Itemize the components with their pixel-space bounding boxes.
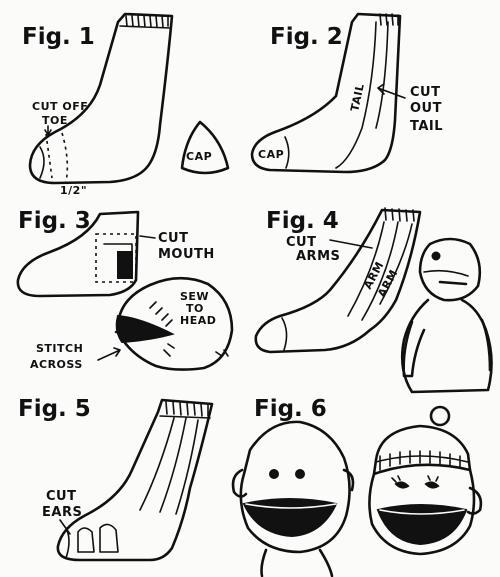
fig-6-left-monkey-eye-right <box>295 469 305 479</box>
fig-4-arms-label: ARMS <box>296 249 340 264</box>
fig-1-cut-off-label: CUT OFF <box>32 100 88 113</box>
fig-1-cap-label: CAP <box>186 150 212 163</box>
fig-3-mouth-inner <box>103 243 133 253</box>
fig-2-out-label: OUT <box>410 101 442 116</box>
fig-5-title: Fig. 5 <box>18 396 91 422</box>
fig-4-monkey-mouth <box>438 280 468 286</box>
fig-4-sock <box>254 208 422 354</box>
fig-3-mouth-line <box>114 330 172 336</box>
fig-6-left-monkey-neck <box>260 548 334 577</box>
fig-5-stripes <box>139 417 199 515</box>
fig-5-ear-cuts <box>77 523 119 553</box>
fig-3-head-label: HEAD <box>180 314 216 327</box>
fig-2-tail-strip <box>335 21 389 169</box>
fig-2-tail-label: TAIL <box>410 119 443 134</box>
fig-2-arrow <box>377 83 406 99</box>
fig-6-left-monkey-lip <box>245 503 337 509</box>
fig-6-right-monkey-mouth <box>376 504 468 546</box>
fig-3-mouth <box>115 314 175 344</box>
fig-2-title: Fig. 2 <box>270 24 343 50</box>
fig-4-monkey-arm-right <box>480 318 492 372</box>
fig-3-across-label: ACROSS <box>30 358 83 371</box>
fig-6-right-monkey-eye <box>394 481 410 489</box>
fig-6-right-monkey-ear <box>466 486 483 515</box>
fig-4-arm-strip <box>347 221 413 321</box>
figure-6: Fig. 6 <box>231 396 483 577</box>
figure-4: Fig. 4 CUT ARMS ARM ARM <box>254 207 493 394</box>
fig-6-right-monkey-eye-right <box>424 481 440 489</box>
fig-4-cuff <box>384 207 415 222</box>
fig-5-sock <box>56 398 214 562</box>
figure-3: Fig. 3 CUT MOUTH SEW TO HEAD STITCH ACRO… <box>16 208 234 371</box>
fig-1-cut-line <box>45 133 53 179</box>
figure-2: Fig. 2 TAIL CUT OUT TAIL CAP <box>250 12 443 174</box>
figure-5: Fig. 5 CUT EARS <box>18 396 214 562</box>
fig-2-cut-label: CUT <box>410 85 440 100</box>
fig-4-arrow <box>329 239 373 249</box>
fig-6-left-monkey-head <box>239 420 351 554</box>
fig-6-right-monkey-lip <box>379 509 465 515</box>
fig-1-cuff <box>119 15 171 29</box>
fig-1-cut-line-2 <box>61 132 69 183</box>
fig-4-monkey-body <box>400 298 493 394</box>
fig-2-tail-strip-label: TAIL <box>348 82 367 112</box>
fig-3-title: Fig. 3 <box>18 208 91 234</box>
fig-6-left-monkey-ear <box>231 468 248 498</box>
fig-5-arrow <box>59 519 71 535</box>
fig-3-arrow-2 <box>97 347 121 361</box>
fig-3-mouth-label: MOUTH <box>158 247 215 262</box>
fig-1-toe-seam <box>39 146 45 179</box>
fig-1-title: Fig. 1 <box>22 24 95 50</box>
fig-1-cap-piece <box>180 120 230 175</box>
fig-5-cuff <box>159 401 211 419</box>
fig-3-cut-label: CUT <box>158 231 188 246</box>
fig-3-stitches <box>149 301 229 357</box>
fig-2-sock <box>250 12 402 174</box>
fig-6-right-monkey-head <box>368 468 476 556</box>
fig-6-right-monkey-lashes <box>391 475 439 483</box>
fig-4-title: Fig. 4 <box>266 208 339 234</box>
fig-2-toe-seam <box>284 136 290 169</box>
fig-6-right-monkey-hat <box>372 424 472 476</box>
fig-3-sock-heel <box>16 210 140 298</box>
fig-5-ears-label: EARS <box>42 505 82 520</box>
fig-2-cap-label: CAP <box>258 148 284 161</box>
figure-1: Fig. 1 CUT OFF TOE 1/2" CAP <box>22 12 230 197</box>
fig-6-left-monkey-ear-right <box>342 468 355 492</box>
fig-5-cut-label: CUT <box>46 489 76 504</box>
fig-1-arrow <box>44 125 52 136</box>
fig-1-toe-label: TOE <box>42 114 68 127</box>
fig-4-cut-label: CUT <box>286 235 316 250</box>
fig-6-right-monkey-pompom <box>429 405 451 427</box>
fig-4-monkey-eye <box>431 251 441 261</box>
fig-6-title: Fig. 6 <box>254 396 327 422</box>
fig-3-mouth-piece <box>117 251 133 279</box>
fig-3-stitch-label: STITCH <box>36 342 83 355</box>
fig-4-monkey-arm <box>402 320 426 378</box>
fig-1-half-inch-label: 1/2" <box>60 184 87 197</box>
fig-6-right-monkey-hat-band <box>375 450 469 471</box>
fig-2-cuff <box>379 13 399 26</box>
fig-3-sew-label: SEW <box>180 290 209 303</box>
fig-3-to-label: TO <box>186 302 204 315</box>
fig-4-toe-seam <box>281 317 288 351</box>
fig-6-left-monkey-eye <box>269 469 279 479</box>
fig-1-sock <box>28 12 174 185</box>
fig-6-left-monkey-mouth <box>242 498 338 538</box>
fig-4-monkey-head <box>418 237 482 302</box>
fig-4-monkey-muzzle <box>423 269 469 277</box>
fig-3-arrow <box>139 235 156 239</box>
